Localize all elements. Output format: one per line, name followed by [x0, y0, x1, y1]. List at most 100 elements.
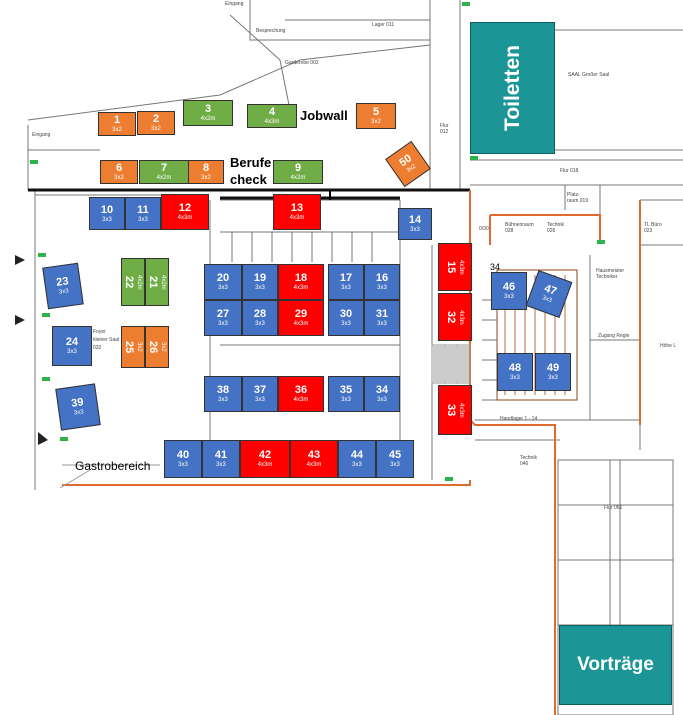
booth-number: 7 — [160, 162, 168, 174]
booth-size: 3x3 — [504, 294, 514, 300]
booth-number: 32 — [445, 310, 457, 324]
booth-number: 35 — [339, 384, 353, 396]
booth-size: 4x3m — [458, 402, 464, 418]
booth-size: 3x3 — [218, 397, 228, 403]
booth-size: 4x3m — [458, 259, 464, 275]
exit-sign — [462, 2, 470, 6]
booth-number: 43 — [307, 449, 321, 461]
booth-number: 45 — [388, 449, 402, 461]
booth-size: 4x3m — [293, 285, 309, 291]
exit-sign — [445, 477, 453, 481]
booth-number: 25 — [123, 340, 135, 354]
room-label-flur-018: Flur 018 — [560, 168, 579, 174]
booth-size: 4x2m — [156, 175, 172, 181]
booth-number: 37 — [253, 384, 267, 396]
booth-size: 4x3m — [289, 215, 305, 221]
booth-size: 3x3 — [255, 321, 265, 327]
room-label-hoehe: Höhe L — [660, 343, 677, 349]
booth-size: 3x3 — [377, 397, 387, 403]
booth-size: 3x3 — [255, 285, 265, 291]
booth-number: 16 — [375, 272, 389, 284]
booth-size: 3x3 — [218, 321, 228, 327]
booth-number: 38 — [216, 384, 230, 396]
booth-number: 13 — [290, 202, 304, 214]
booth-size: 3x3 — [410, 227, 420, 233]
booth-size: 4x2m — [136, 274, 142, 290]
booth-size: 3x3 — [341, 397, 351, 403]
talks-area: Vorträge — [559, 625, 672, 705]
booth-size: 3x2 — [112, 127, 122, 133]
booth-number: 20 — [216, 272, 230, 284]
booth-number: 19 — [253, 272, 267, 284]
toilets-area: Toiletten — [470, 22, 555, 154]
booth-number: 2 — [152, 113, 160, 125]
booth-number: 18 — [294, 272, 308, 284]
booth-size: 4x3m — [293, 321, 309, 327]
room-label-garderobe: Garderobe 002 — [285, 60, 319, 66]
booth-number: 49 — [546, 362, 560, 374]
booth-size: 3x3 — [377, 321, 387, 327]
room-label-saal: SAAL Großer Saal — [568, 72, 610, 78]
booth-size: 3x3 — [510, 375, 520, 381]
booth-size: 3x3 — [102, 216, 112, 223]
room-label-hausmeister: Hausmeister Techniker — [596, 268, 625, 280]
booth-size: 3x3 — [138, 216, 148, 223]
booth-number: 5 — [372, 106, 380, 118]
booth-number: 6 — [115, 162, 123, 174]
booth-number: 12 — [178, 202, 192, 214]
toilets-label: Toiletten — [500, 45, 524, 131]
booth-number: 30 — [339, 308, 353, 320]
booth-size: 4x3m — [257, 462, 273, 468]
room-label-handlager: Handlager 1 - 14 — [500, 416, 538, 422]
room-label-eingang-top: Eingang — [225, 1, 244, 7]
